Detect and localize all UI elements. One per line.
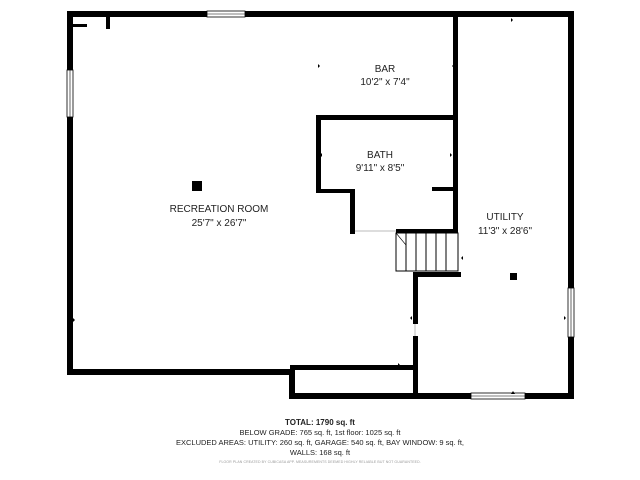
excluded-areas-line: EXCLUDED AREAS: UTILITY: 260 sq. ft, GAR… — [175, 438, 464, 447]
corner-mark — [73, 24, 87, 27]
room-dims-recreation: 25'7" x 26'7" — [192, 218, 247, 229]
door-openings — [355, 230, 416, 336]
wall-utility-divider — [453, 17, 458, 229]
wall-notch-ledge — [290, 365, 413, 370]
wall-utility-post — [413, 272, 418, 324]
wall-utility-lower — [413, 272, 461, 277]
wall-bath-step — [316, 189, 355, 193]
column-post — [192, 181, 202, 191]
exterior-walls — [67, 11, 574, 399]
wall-left — [67, 11, 73, 375]
room-dims-utility: 11'3" x 28'6" — [478, 226, 533, 237]
wall-right — [568, 11, 574, 399]
room-dims-bar: 10'2" x 7'4" — [360, 77, 410, 88]
wall-bottom-mid — [289, 393, 419, 399]
total-area: TOTAL: 1790 sq. ft — [0, 418, 640, 428]
wall-bath-bottom — [396, 229, 458, 233]
room-name-recreation: RECREATION ROOM — [170, 204, 269, 215]
wall-utility-post-2 — [413, 336, 418, 399]
room-dims-bath: 9'11" x 8'5" — [356, 163, 405, 174]
area-summary: TOTAL: 1790 sq. ft BELOW GRADE: 765 sq. … — [0, 418, 640, 466]
room-name-utility: UTILITY — [486, 212, 524, 223]
walls-line: WALLS: 168 sq. ft — [289, 448, 351, 457]
column-post — [510, 273, 517, 280]
corner-mark — [106, 17, 110, 29]
below-grade-line: BELOW GRADE: 765 sq. ft, 1st floor: 1025… — [239, 428, 401, 437]
wall-bath-inner — [350, 189, 355, 234]
windows — [66, 10, 575, 400]
wall-bath-left — [316, 115, 321, 192]
disclaimer: FLOOR PLAN CREATED BY CUBICASA APP. MEAS… — [219, 460, 421, 464]
wall-notch-left — [289, 369, 295, 399]
wall-bath-shelf — [432, 187, 454, 191]
room-name-bath: BATH — [367, 150, 393, 161]
room-name-bar: BAR — [375, 64, 396, 75]
wall-top — [67, 11, 574, 17]
stairs — [395, 232, 459, 272]
room-labels: BAR 10'2" x 7'4" BATH 9'11" x 8'5" RECRE… — [170, 64, 533, 237]
staircase — [395, 232, 459, 272]
dimension-ticks — [73, 18, 566, 394]
total-label: TOTAL: — [285, 418, 314, 427]
total-value: 1790 sq. ft — [315, 418, 355, 427]
floor-plan: BAR 10'2" x 7'4" BATH 9'11" x 8'5" RECRE… — [66, 10, 575, 400]
wall-bottom-left — [67, 369, 295, 375]
